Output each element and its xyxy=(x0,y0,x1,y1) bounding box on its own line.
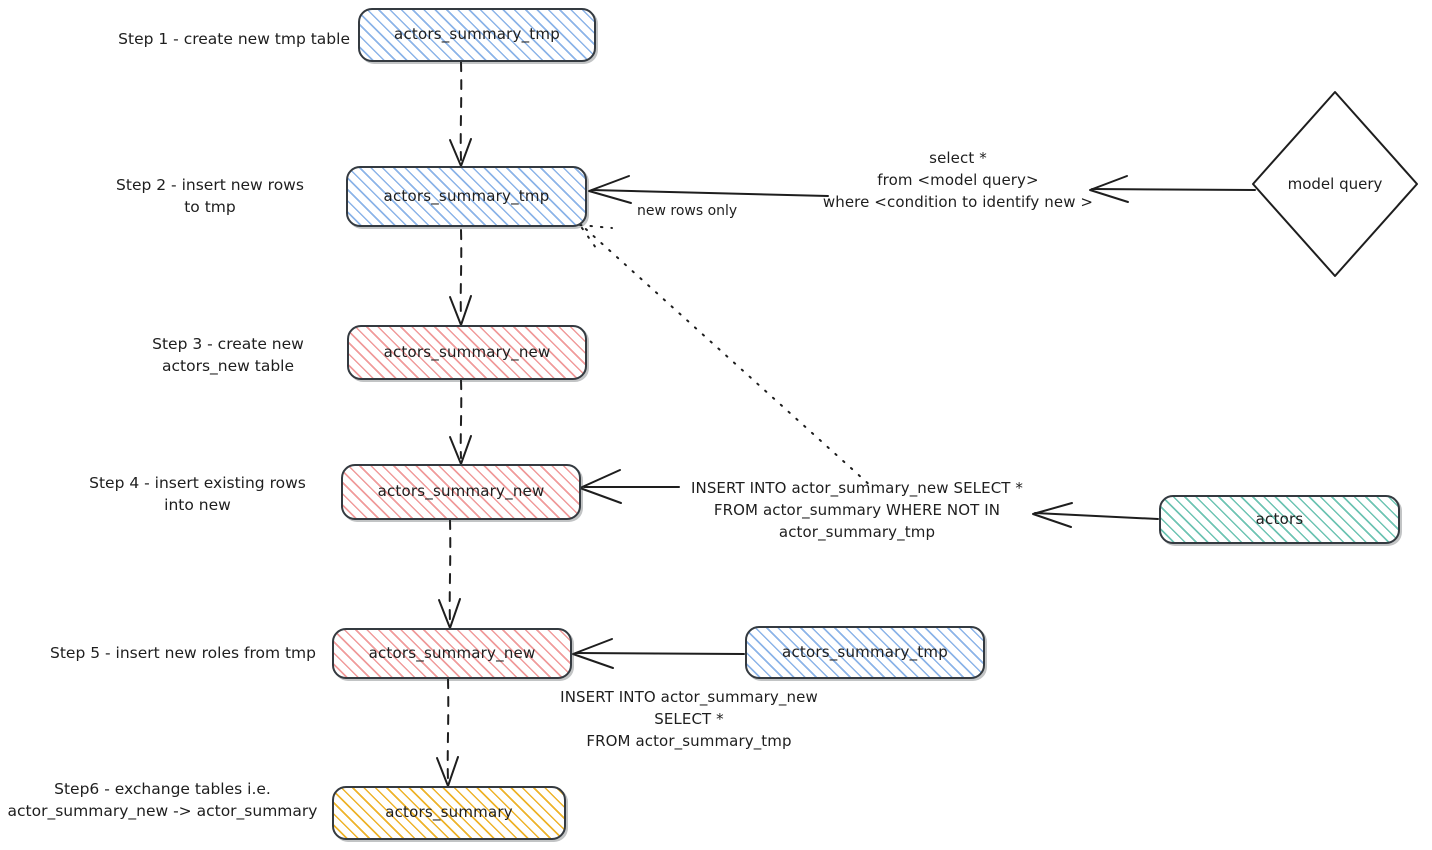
node-label: actors_summary_tmp xyxy=(782,642,948,661)
annotation-insert-new-roles-sql: INSERT INTO actor_summary_new SELECT * F… xyxy=(560,688,818,750)
connector-step3-to-step4 xyxy=(449,379,472,465)
connector-step4-to-step5 xyxy=(438,519,461,629)
connector-modelquery-to-tmp2 xyxy=(1089,175,1256,203)
connector-actors-to-step4-note xyxy=(1032,502,1159,528)
connector-step2-to-step3 xyxy=(449,229,472,326)
diamond-shape xyxy=(1252,91,1418,277)
node-actors-summary-tmp-step2[interactable]: actors_summary_tmp xyxy=(346,166,587,227)
step-label-6: Step6 - exchange tables i.e. actor_summa… xyxy=(7,780,318,821)
connector-newrows-to-tmp2 xyxy=(588,175,829,204)
annotation-insert-existing-sql: INSERT INTO actor_summary_new SELECT * F… xyxy=(690,479,1024,541)
node-label: actors_summary_tmp xyxy=(383,186,550,205)
node-label: actors_summary_new xyxy=(383,342,551,361)
model-query-node[interactable]: model query xyxy=(1247,86,1423,282)
node-label: actors_summary_tmp xyxy=(394,25,560,44)
node-actors-summary-new-step3[interactable]: actors_summary_new xyxy=(347,325,587,380)
node-actors-summary[interactable]: actors_summary xyxy=(332,786,566,840)
connector-step4-note-to-new4 xyxy=(579,469,680,504)
step-label-3: Step 3 - create new actors_new table xyxy=(152,335,304,376)
node-actors-summary-tmp-step1[interactable]: actors_summary_tmp xyxy=(358,8,596,62)
node-label: actors_summary_new xyxy=(377,482,545,501)
annotation-model-query-sql: select * from <model query> where <condi… xyxy=(822,149,1094,211)
step-label-1: Step 1 - create new tmp table xyxy=(118,30,350,48)
connector-step1-to-step2 xyxy=(449,61,472,167)
node-actors-summary-tmp-step5-source[interactable]: actors_summary_tmp xyxy=(745,626,985,679)
connector-tmp2-dotted-diagonal xyxy=(577,221,873,488)
node-label: actors xyxy=(1255,509,1304,528)
step-label-5: Step 5 - insert new roles from tmp xyxy=(50,644,316,662)
node-actors-summary-new-step4[interactable]: actors_summary_new xyxy=(341,464,581,520)
node-label: actors_summary_new xyxy=(368,643,536,662)
node-actors[interactable]: actors xyxy=(1159,495,1400,544)
node-label: actors_summary xyxy=(385,803,513,822)
step-label-2: Step 2 - insert new rows to tmp xyxy=(116,176,304,217)
connector-tmp5-to-new5 xyxy=(572,638,745,669)
model-query-label: model query xyxy=(1287,175,1383,193)
connector-step5-to-step6 xyxy=(436,678,459,787)
node-actors-summary-new-step5[interactable]: actors_summary_new xyxy=(332,628,572,679)
annotation-new-rows-only: new rows only xyxy=(637,203,738,219)
step-label-4: Step 4 - insert existing rows into new xyxy=(89,474,306,515)
